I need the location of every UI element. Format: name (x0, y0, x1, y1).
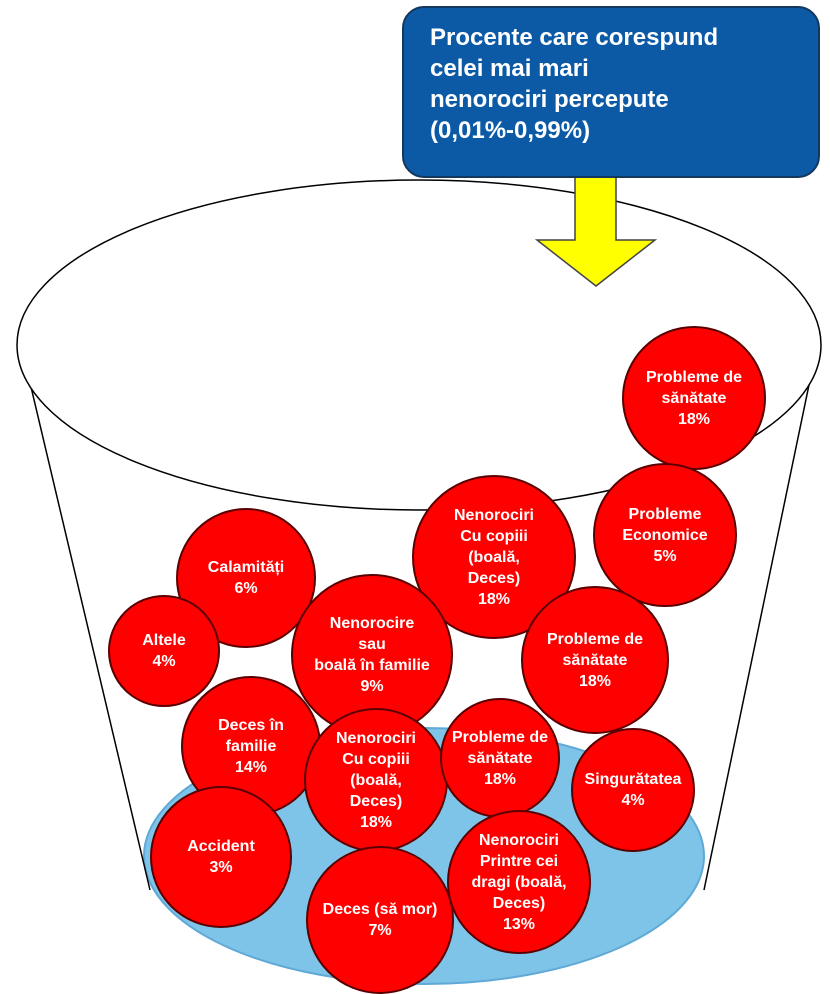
bubble-label: Calamități (207, 559, 285, 576)
bubble-label: sănătate (467, 749, 533, 767)
bubble-label: Probleme (628, 505, 702, 523)
bubble-value: 4% (152, 653, 176, 670)
bubble-accident: Accident 3% (150, 786, 292, 928)
bubble-value: 13% (502, 915, 536, 933)
bubble-value: 14% (234, 758, 268, 776)
bubble-label: sau (358, 636, 386, 653)
bubble-probleme-sanatate-top: Probleme de sănătate 18% (622, 326, 766, 470)
callout-line: nenorociri percepute (430, 86, 669, 113)
bubble-value: 6% (234, 580, 258, 597)
bubble-probleme-sanatate-low: Probleme de sănătate 18% (440, 698, 560, 818)
bubble-label: Cu copiii (342, 750, 410, 768)
bubble-label: sănătate (661, 389, 727, 407)
bubble-value: 18% (677, 410, 711, 428)
bubble-deces-sa-mor: Deces (să mor) 7% (306, 846, 454, 994)
callout-box: Procente care corespund celei mai mari n… (402, 6, 820, 178)
bubble-label: Probleme de (451, 728, 549, 746)
bubble-nenorociri-printre-cei-dragi: Nenorociri Printre cei dragi (boală, Dec… (447, 810, 591, 954)
bubble-altele: Altele 4% (108, 595, 220, 707)
bubble-label: Deces (să mor) (322, 901, 438, 918)
bubble-value: 3% (209, 859, 233, 876)
bubble-value: 18% (483, 770, 517, 788)
bubble-value: 18% (477, 590, 511, 608)
bubble-label: Nenorocire (329, 615, 415, 632)
bubble-label: (boală, (468, 548, 520, 566)
bubble-label: Nenorociri (335, 729, 416, 747)
bubble-label: Deces în (218, 716, 284, 734)
bubble-label: dragi (boală, (471, 873, 567, 891)
bubble-label: Accident (187, 838, 255, 855)
bubble-label: Nenorociri (453, 506, 534, 524)
bucket-left-side (17, 331, 151, 891)
bubble-label: Deces) (467, 569, 521, 587)
bubble-value: 4% (621, 792, 645, 809)
bubble-label: Probleme de (546, 630, 644, 648)
bubble-label: Altele (142, 632, 186, 649)
bubble-label: Economice (622, 526, 708, 544)
bubble-value: 18% (578, 672, 612, 690)
bubble-label: Nenorociri (478, 831, 559, 849)
bubble-probleme-economice: Probleme Economice 5% (593, 463, 737, 607)
bucket-right-side (703, 331, 821, 891)
bubble-label: Probleme de (645, 368, 743, 386)
bubble-nenorociri-copii-low: Nenorociri Cu copiii (boală, Deces) 18% (304, 708, 448, 852)
down-arrow-icon (534, 167, 658, 287)
bubble-value: 18% (359, 813, 393, 831)
bubble-label: Cu copiii (460, 527, 528, 545)
bubble-label: boală în familie (314, 657, 430, 674)
callout-line: Procente care corespund (430, 24, 719, 51)
bubble-value: 5% (653, 547, 677, 565)
bubble-label: Printre cei (479, 852, 559, 870)
bubble-value: 7% (368, 922, 392, 939)
callout-line: celei mai mari (430, 55, 589, 82)
bubble-label: Deces) (349, 792, 403, 810)
bubble-value: 9% (360, 678, 384, 695)
bubble-probleme-sanatate-mid: Probleme de sănătate 18% (521, 586, 669, 734)
bubble-label: (boală, (350, 771, 402, 789)
bubble-singuratatea: Singurătatea 4% (571, 728, 695, 852)
bubble-label: Singurătatea (584, 771, 682, 788)
callout-line: (0,01%-0,99%) (430, 117, 591, 144)
bubble-label: sănătate (562, 651, 628, 669)
bubble-label: Deces) (492, 894, 546, 912)
bubble-label: familie (225, 737, 277, 755)
